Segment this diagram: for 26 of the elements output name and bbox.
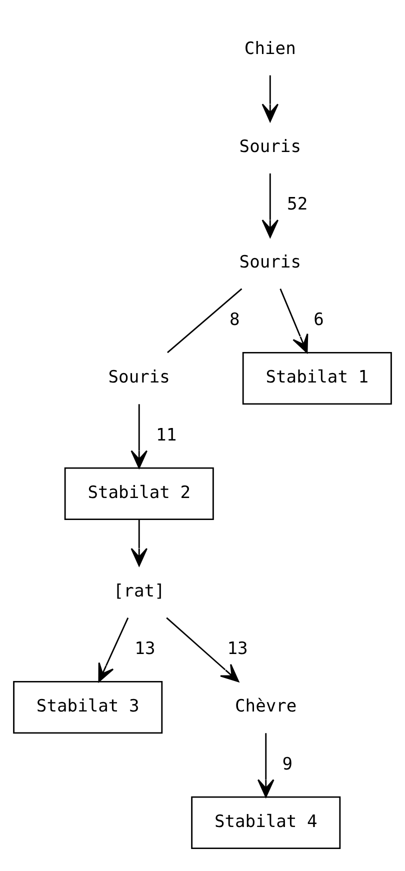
edge-label: 6 xyxy=(314,310,324,330)
edge-label: 13 xyxy=(227,638,248,659)
node-box: Stabilat 3 xyxy=(13,680,163,734)
node-text: Souris xyxy=(239,136,301,157)
edge-label: 13 xyxy=(134,638,156,659)
arrow xyxy=(130,404,148,468)
edge-label: 8 xyxy=(230,310,240,330)
arrow xyxy=(262,74,279,122)
node-text: Souris xyxy=(239,252,301,272)
edge-label: 52 xyxy=(287,194,308,214)
node-text: Chien xyxy=(244,38,296,58)
edge-label: 9 xyxy=(282,754,293,774)
arrow xyxy=(262,172,279,238)
arrow xyxy=(280,288,308,353)
arrow xyxy=(130,519,148,566)
node-text: [rat] xyxy=(113,580,165,601)
node-text: Chèvre xyxy=(235,696,297,716)
arrow xyxy=(98,616,129,682)
connector xyxy=(167,288,242,353)
node-box: Stabilat 2 xyxy=(64,466,214,520)
arrow xyxy=(257,732,274,798)
arrow xyxy=(166,616,240,682)
edge-label: 11 xyxy=(156,424,177,445)
node-box: Stabilat 1 xyxy=(242,351,392,404)
node-box: Stabilat 4 xyxy=(191,796,341,849)
node-text: Souris xyxy=(108,367,170,388)
